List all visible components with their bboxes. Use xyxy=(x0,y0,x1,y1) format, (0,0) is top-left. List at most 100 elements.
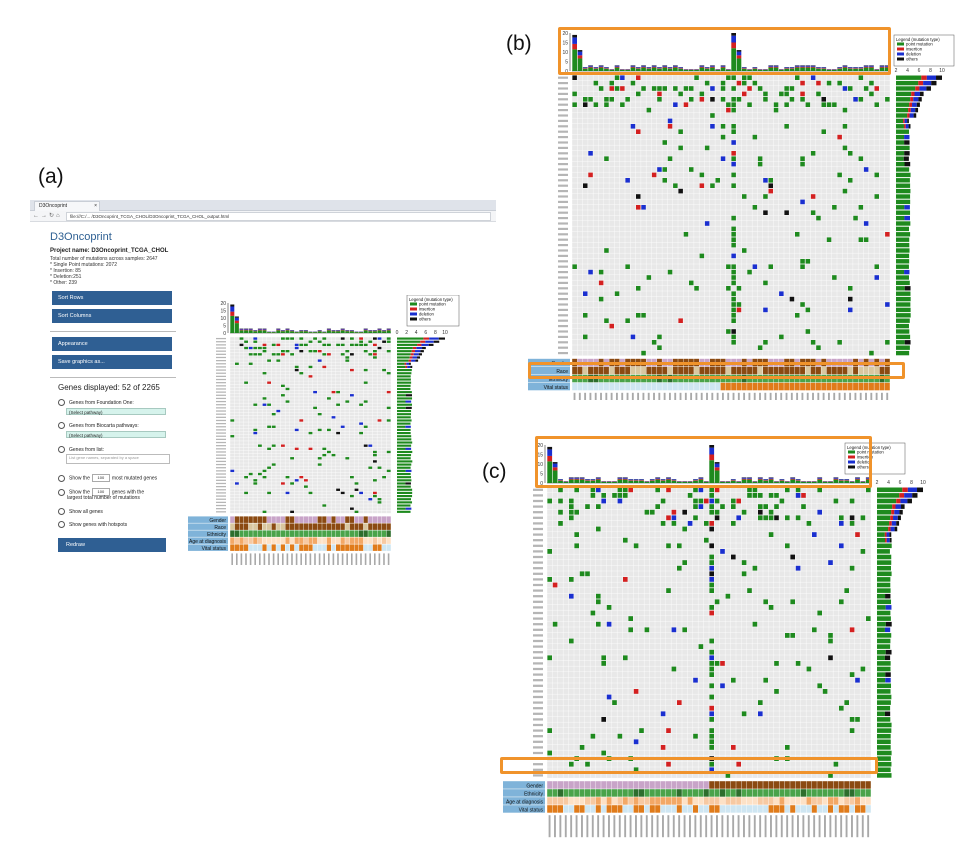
mutation-cell xyxy=(858,75,864,80)
radio-icon[interactable] xyxy=(58,422,65,429)
track-cell xyxy=(676,789,682,797)
sample-label xyxy=(570,815,573,838)
save-graphics-button[interactable]: Save graphics as... xyxy=(52,355,172,369)
sort-rows-button[interactable]: Sort Rows xyxy=(52,291,172,305)
track-cell xyxy=(693,797,698,805)
browser-tab[interactable]: D3Oncoprint × xyxy=(34,201,100,211)
histogram-bar xyxy=(280,331,285,333)
radio-icon[interactable] xyxy=(58,488,65,496)
side-bar xyxy=(892,504,896,509)
track-cell xyxy=(884,382,890,391)
histogram-bar xyxy=(715,69,721,71)
track-cell xyxy=(838,797,844,805)
side-bar xyxy=(896,86,916,91)
track-cell xyxy=(294,537,299,544)
track-cell xyxy=(606,805,612,813)
track-cell xyxy=(579,789,585,797)
track-cell xyxy=(784,366,790,375)
mutation-cell xyxy=(768,605,774,610)
mutation-cell xyxy=(583,102,588,107)
radio-icon[interactable] xyxy=(58,446,65,453)
radio-icon[interactable] xyxy=(58,474,65,482)
mutation-cell xyxy=(736,97,742,102)
sample-label xyxy=(318,553,321,565)
url-field[interactable]: file:///C:/... /D3Oncoprint_TCGA_CHOL/D3… xyxy=(66,212,491,221)
mutation-cell xyxy=(382,368,386,372)
gene-label xyxy=(533,763,543,766)
histogram-bar xyxy=(386,328,391,330)
mutation-cell xyxy=(373,453,377,457)
histogram-bar xyxy=(768,66,774,68)
gene-label xyxy=(216,369,226,371)
gene-label xyxy=(216,400,226,403)
gene-label xyxy=(216,353,226,355)
side-bar xyxy=(877,493,900,498)
mutation-cell xyxy=(709,683,714,689)
mutation-cell xyxy=(313,406,317,410)
side-tick-label: 6 xyxy=(424,330,427,336)
radio-icon[interactable] xyxy=(58,521,65,528)
track-cell xyxy=(267,537,272,544)
sort-columns-button[interactable]: Sort Columns xyxy=(52,309,172,323)
mutation-cell xyxy=(641,350,646,356)
gene-label xyxy=(216,473,226,475)
track-cell xyxy=(601,781,607,789)
gene-label xyxy=(533,639,543,643)
radio-icon[interactable] xyxy=(58,508,65,515)
side-bar xyxy=(412,356,418,359)
close-icon[interactable]: × xyxy=(94,203,97,209)
sample-label xyxy=(840,815,843,838)
sample-label xyxy=(775,815,778,838)
track-cell xyxy=(698,797,704,805)
redraw-button[interactable]: Redraw xyxy=(58,538,166,552)
mutation-cell xyxy=(682,509,687,515)
sample-label xyxy=(827,392,830,400)
nav-icons[interactable]: ←→↻⌂ xyxy=(33,213,62,219)
mutation-cell xyxy=(709,543,714,549)
radio-icon[interactable] xyxy=(58,399,65,406)
track-cell xyxy=(299,523,304,530)
track-cell xyxy=(253,537,258,544)
track-cell xyxy=(646,366,652,375)
side-bar xyxy=(896,248,910,253)
gene-label xyxy=(216,485,226,488)
sample-label xyxy=(240,553,243,565)
top-n-input[interactable]: 100 xyxy=(91,474,110,482)
mutation-cell xyxy=(345,359,350,362)
side-bar xyxy=(397,438,412,441)
histogram-bar xyxy=(794,65,800,67)
mutation-cell xyxy=(667,269,673,275)
gene-list-input[interactable]: List gene names, separated by a space xyxy=(66,454,170,464)
track-label-bg xyxy=(188,530,228,537)
biocarta-select[interactable]: (Select pathway) xyxy=(66,431,166,438)
histogram-bar xyxy=(572,34,577,38)
option-hotspots[interactable]: Show genes with hotspots xyxy=(58,521,127,528)
sample-label xyxy=(350,553,353,565)
top-n-input-2[interactable]: 100 xyxy=(91,488,110,496)
side-bar xyxy=(877,745,891,750)
gene-label xyxy=(533,511,543,514)
mutation-cell xyxy=(340,353,345,356)
side-bar xyxy=(422,346,426,350)
sample-label xyxy=(373,553,376,565)
foundation-select[interactable]: (Select pathway) xyxy=(66,408,166,415)
track-cell xyxy=(359,530,364,537)
mutation-cell xyxy=(832,205,837,210)
appearance-button[interactable]: Appearance xyxy=(52,337,172,351)
mutation-cell xyxy=(704,80,710,86)
option-all-genes[interactable]: Show all genes xyxy=(58,508,103,515)
mutation-cell xyxy=(848,151,853,156)
side-bar xyxy=(877,677,886,683)
option-list[interactable]: Genes from list: xyxy=(58,446,104,453)
option-foundation[interactable]: Genes from Foundation One: xyxy=(58,399,134,406)
track-label: Ethnicity xyxy=(549,377,568,383)
mutation-cell xyxy=(785,487,790,493)
mutation-cell xyxy=(569,509,574,515)
option-biocarta[interactable]: Genes from Biocarta pathways: xyxy=(58,422,139,429)
track-cell xyxy=(340,544,345,551)
histogram-bar xyxy=(673,66,678,68)
track-cell xyxy=(244,544,249,551)
gene-label xyxy=(558,190,568,193)
